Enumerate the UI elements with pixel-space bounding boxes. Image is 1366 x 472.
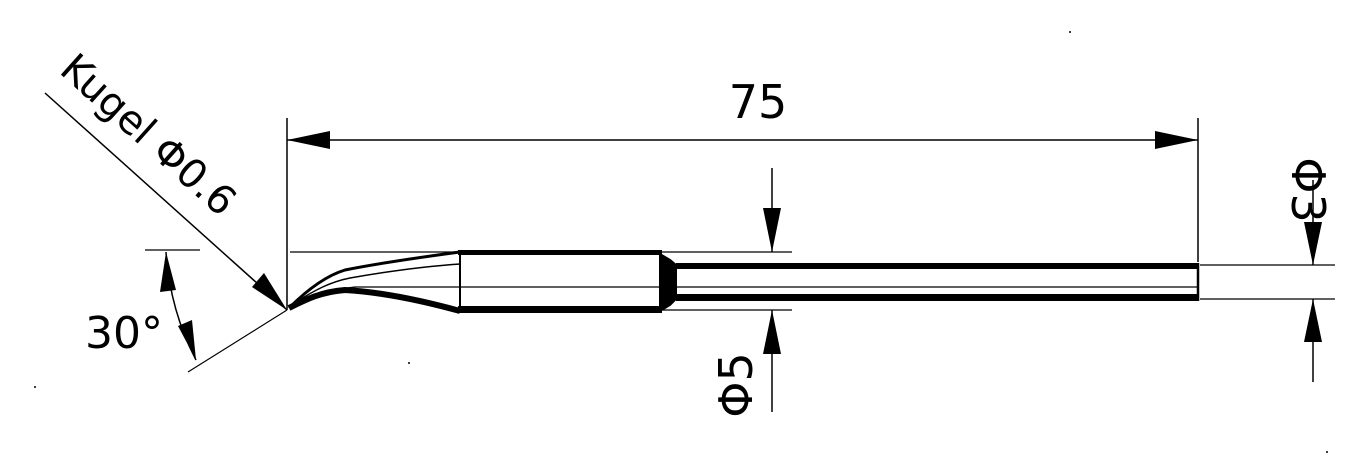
body-diameter-dimension (290, 168, 792, 412)
shaft-arrow-top (1304, 222, 1322, 265)
body-diameter-label: Φ5 (709, 352, 763, 417)
body-arrow-bottom (763, 310, 781, 354)
bent-tip-upper (287, 250, 461, 310)
angle-label: 30° (85, 308, 163, 359)
tip-part (287, 250, 1200, 314)
length-dimension (286, 118, 1199, 310)
leader-arrow (252, 273, 287, 310)
speck (408, 362, 410, 364)
body-arrow-top (763, 208, 781, 252)
shaft-arrow-bottom (1304, 299, 1322, 342)
bent-tip-lower (287, 286, 461, 314)
shaft-bottom-edge (676, 294, 1198, 301)
angle-ref-slanted (187, 309, 288, 373)
bent-tip-upper-inner (295, 263, 461, 303)
leader-line (44, 92, 288, 311)
shoulder (659, 252, 677, 313)
bent-tip-axis (299, 286, 460, 305)
speck (1069, 31, 1071, 33)
tip-note-leader (44, 92, 288, 311)
arrow-left (287, 131, 330, 149)
body (459, 253, 661, 312)
shaft-top-edge (676, 263, 1198, 269)
angle-arrow-top (160, 252, 176, 292)
length-label: 75 (729, 75, 788, 129)
speck (1326, 451, 1328, 453)
shaft-diameter-dimension (1200, 180, 1335, 382)
shaft (675, 264, 1199, 300)
arrow-right (1155, 131, 1198, 149)
shaft-diameter-label: Φ3 (1281, 157, 1335, 222)
tip-note-label: Kugel Φ0.6 (51, 45, 244, 225)
angle-arrow-bottom (178, 320, 196, 360)
scan-specks (34, 31, 1328, 453)
speck (34, 386, 36, 388)
angle-dimension (145, 249, 288, 373)
